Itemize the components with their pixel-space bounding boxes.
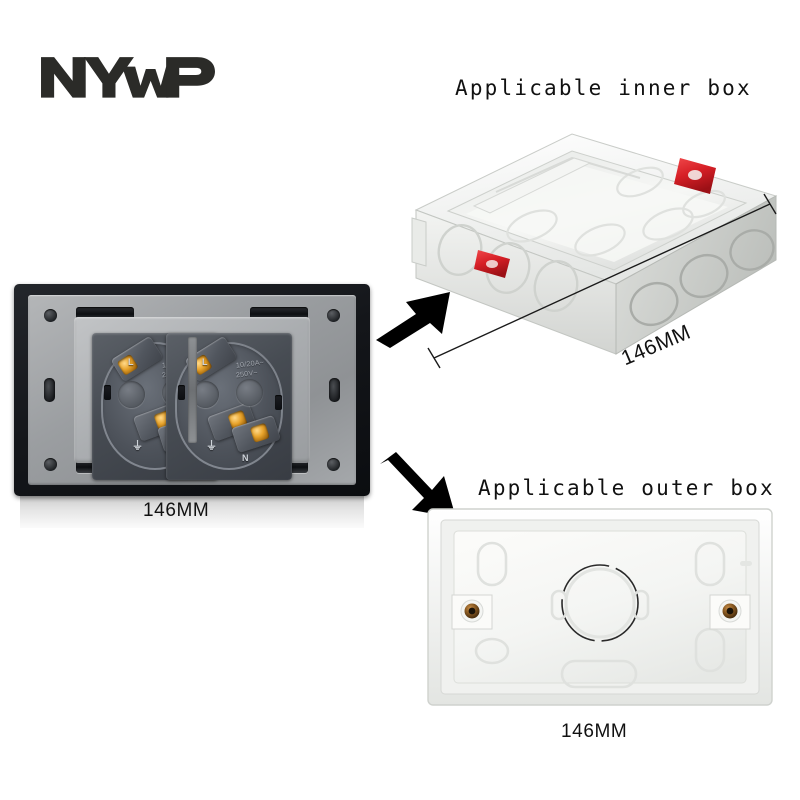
- nywp-brand-logo: [38, 44, 218, 100]
- mechanism-pad-left: [118, 381, 145, 408]
- heading-applicable-inner-box: Applicable inner box: [455, 76, 752, 100]
- terminal-screw-neutral: [249, 422, 270, 443]
- marking-live: L: [202, 357, 208, 367]
- mechanism-pad-right: [236, 379, 263, 406]
- mechanism-slot-left: [178, 385, 185, 400]
- plate-screw-hole-top-right: [327, 309, 340, 322]
- mechanism-slot-left: [104, 385, 111, 400]
- socket-mechanism-right: L N ⏚ 10/20A~ 250V~: [166, 333, 292, 480]
- socket-inner-frame: L N ⏚ 10/20A~ 250V~: [74, 317, 310, 480]
- plate-notch-left: [44, 378, 55, 402]
- plate-screw-hole-bottom-right: [327, 458, 340, 471]
- heading-applicable-outer-box: Applicable outer box: [478, 476, 775, 500]
- dimension-label-outer-box: 146MM: [561, 721, 628, 742]
- outer-surface-box-image: [424, 503, 776, 709]
- plate-screw-hole-top-left: [44, 309, 57, 322]
- dimension-label-panel-width: 146MM: [143, 500, 210, 521]
- socket-panel-figure: L N ⏚ 10/20A~ 250V~: [14, 284, 370, 528]
- plate-notch-right: [329, 378, 340, 402]
- marking-neutral: N: [242, 453, 249, 463]
- marking-earth: ⏚: [132, 440, 143, 452]
- marking-earth: ⏚: [206, 440, 217, 452]
- inner-back-box-image: [404, 118, 788, 398]
- panel-reflection: [20, 494, 364, 528]
- mechanism-divider: [188, 337, 197, 443]
- mechanism-slot-right: [275, 395, 282, 410]
- socket-mounting-plate: L N ⏚ 10/20A~ 250V~: [28, 295, 356, 485]
- plate-screw-hole-bottom-left: [44, 458, 57, 471]
- arrow-to-inner-box: [372, 286, 454, 348]
- socket-panel-bezel: L N ⏚ 10/20A~ 250V~: [14, 284, 370, 496]
- marking-live: L: [128, 357, 134, 367]
- plate-vent-top-left: [76, 307, 134, 320]
- arrow-to-outer-box: [376, 450, 462, 520]
- plate-vent-top-right: [250, 307, 308, 320]
